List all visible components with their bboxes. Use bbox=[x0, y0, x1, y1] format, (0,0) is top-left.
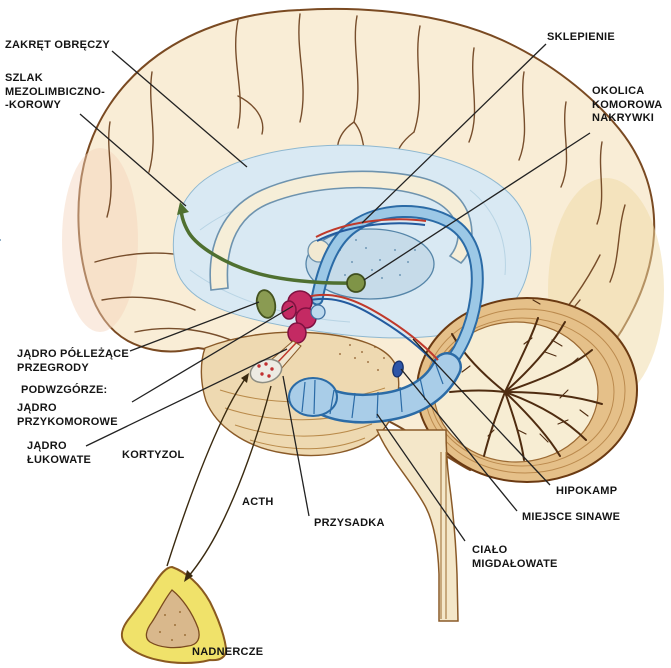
corpus-callosum bbox=[209, 170, 473, 291]
spinal-cord bbox=[375, 429, 459, 622]
leader-zakret-obreczy bbox=[111, 50, 248, 168]
thalamus-stipple bbox=[0, 239, 416, 283]
acth-arrowhead bbox=[184, 570, 193, 582]
leader-okolica-komorowa bbox=[363, 132, 591, 281]
label-nadnercze: NADNERCZE bbox=[192, 646, 264, 658]
leader-cialo-migdalowate bbox=[376, 413, 466, 542]
acth-pathway-line bbox=[187, 385, 272, 578]
adrenal-medulla bbox=[145, 589, 200, 649]
ventral-tegmental-nucleus bbox=[346, 273, 366, 293]
frontal-shading bbox=[62, 148, 138, 332]
label-hipokamp: HIPOKAMP bbox=[556, 485, 618, 497]
label-acth: ACTH bbox=[242, 496, 274, 508]
arbor-vitae-twigs bbox=[461, 299, 589, 443]
leader-sklepienie bbox=[361, 43, 547, 224]
label-jadro-lukowate: JĄDRO ŁUKOWATE bbox=[27, 440, 92, 466]
label-przysadka: PRZYSADKA bbox=[314, 517, 385, 529]
leader-lines bbox=[79, 43, 591, 542]
nucleus-accumbens bbox=[255, 289, 277, 319]
cerebellum bbox=[416, 297, 638, 483]
leader-jadro-pollezace bbox=[129, 301, 260, 352]
pituitary-vessel-dots bbox=[257, 362, 274, 378]
leader-jadro-przykomorowe bbox=[131, 305, 294, 403]
label-jadro-przykomorowe: JĄDRO PRZYKOMOROWE bbox=[17, 402, 118, 428]
leader-miejsce-sinawe bbox=[400, 368, 518, 512]
mammillary-body bbox=[310, 304, 326, 320]
label-podwzgorze: PODWZGÓRZE: bbox=[21, 384, 108, 396]
mesolimbic-pathway bbox=[179, 205, 358, 285]
label-miejsce-sinawe: MIEJSCE SINAWE bbox=[522, 511, 621, 523]
label-okolica-komorowa-nakrywki: OKOLICA KOMOROWA NAKRYWKI bbox=[592, 85, 663, 124]
portal-vessel bbox=[276, 342, 297, 364]
artery-vein-tract bbox=[305, 218, 439, 365]
tegmentum-stipple bbox=[339, 344, 385, 371]
label-cialo-migdalowate: CIAŁO MIGDAŁOWATE bbox=[472, 544, 558, 570]
cortisol-pathway-line bbox=[166, 375, 248, 567]
label-zakret-obreczy: ZAKRĘT OBRĘCZY bbox=[5, 39, 110, 51]
label-sklepienie: SKLEPIENIE bbox=[547, 31, 615, 43]
label-kortyzol: KORTYZOL bbox=[122, 449, 185, 461]
leader-przysadka bbox=[282, 375, 310, 517]
mesolimbic-pathway-arrowhead bbox=[177, 202, 189, 215]
cortisol-arrowhead bbox=[241, 373, 249, 383]
label-szlak-mezolimbiczno-korowy: SZLAK MEZOLIMBICZNO- -KOROWY bbox=[5, 72, 106, 111]
leader-szlak-mezolimbiczny bbox=[79, 113, 187, 207]
leader-hipokamp bbox=[412, 338, 551, 486]
hormone-pathways bbox=[166, 375, 272, 578]
adrenal-stipple bbox=[159, 611, 186, 641]
leader-jadro-lukowate bbox=[85, 348, 288, 447]
hippocampus-head bbox=[288, 377, 338, 417]
locus-coeruleus bbox=[392, 360, 404, 378]
label-jadro-pollezace-przegrody: JĄDRO PÓŁLEŻĄCE PRZEGRODY bbox=[17, 348, 129, 374]
arbor-vitae bbox=[449, 317, 603, 461]
spinal-cord-tracts bbox=[440, 452, 447, 619]
